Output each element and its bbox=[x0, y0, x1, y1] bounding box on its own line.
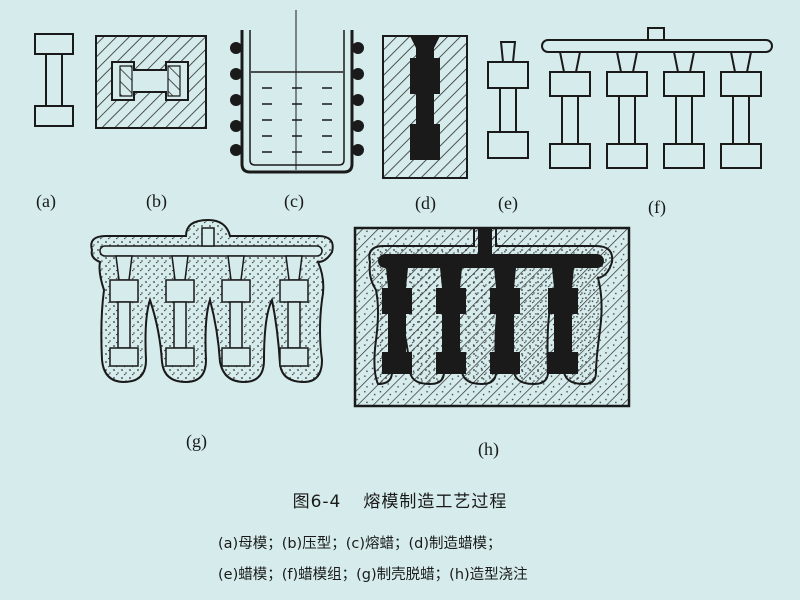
label-c: (c) bbox=[284, 191, 304, 212]
figure-title: 熔模制造工艺过程 bbox=[363, 492, 508, 512]
label-a: (a) bbox=[36, 191, 56, 212]
legend-line-2: (e)蜡模；(f)蜡模组；(g)制壳脱蜡；(h)造型浇注 bbox=[218, 567, 528, 583]
label-b: (b) bbox=[146, 191, 167, 212]
panel-c-wax-melting bbox=[230, 10, 364, 174]
panel-g-shell-dewaxing bbox=[90, 218, 334, 384]
label-d: (d) bbox=[415, 193, 436, 214]
label-g: (g) bbox=[186, 431, 207, 452]
legend-line-1: (a)母模；(b)压型；(c)熔蜡；(d)制造蜡模； bbox=[218, 536, 502, 552]
panel-a-master-pattern bbox=[34, 33, 74, 127]
label-f: (f) bbox=[648, 197, 666, 218]
panel-e-wax-pattern bbox=[487, 41, 529, 159]
panel-d-making-wax-pattern bbox=[382, 35, 468, 179]
label-h: (h) bbox=[478, 439, 499, 460]
panel-b-pressing-die bbox=[95, 35, 207, 129]
process-diagram: (a) (b) (c) (d) (e) (f) (g) (h) bbox=[34, 10, 773, 460]
label-e: (e) bbox=[498, 193, 518, 214]
figure-number: 图6-4 bbox=[292, 492, 342, 512]
panel-h-molding-pouring bbox=[353, 226, 631, 408]
panel-f-wax-cluster bbox=[541, 27, 773, 169]
figure-caption: 图6-4 熔模制造工艺过程 bbox=[0, 487, 800, 512]
